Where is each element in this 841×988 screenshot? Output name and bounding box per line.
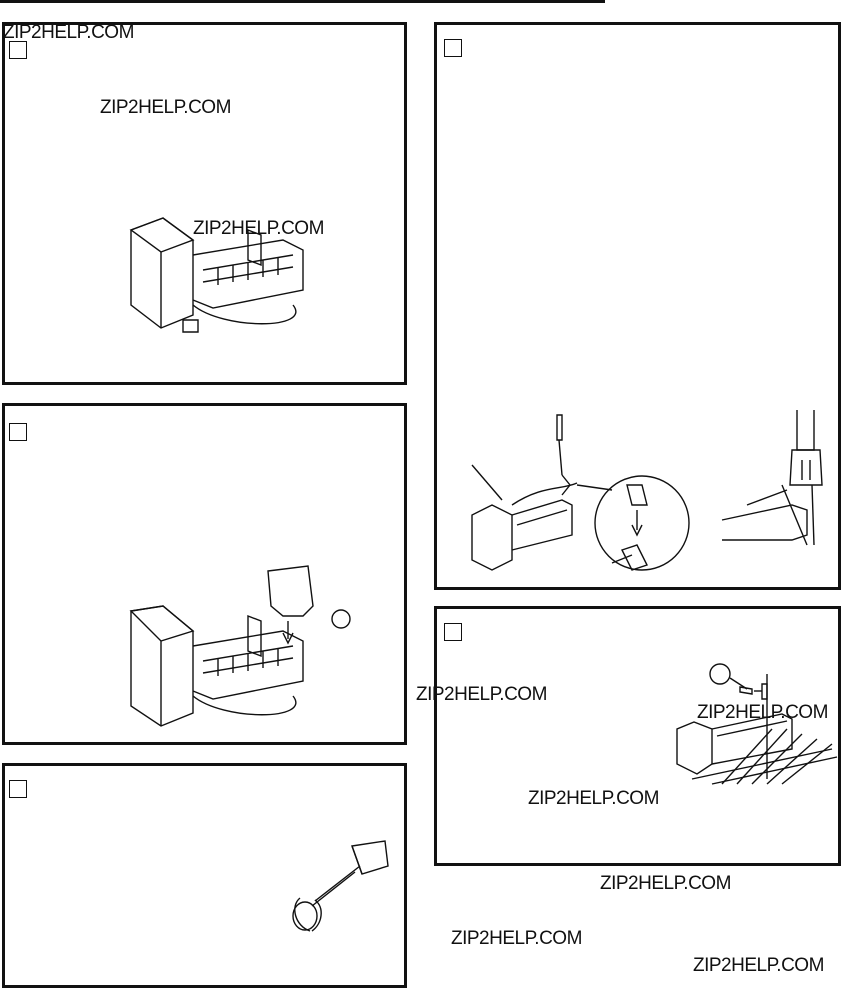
step-number-box <box>9 780 27 798</box>
step-panel-4 <box>434 22 841 590</box>
watermark-text: ZIP2HELP.COM <box>416 684 547 705</box>
step-panel-1 <box>2 22 407 385</box>
icemaker-mounting-illustration <box>672 654 841 789</box>
screwdriver-icon <box>290 836 400 936</box>
watermark-text: ZIP2HELP.COM <box>3 22 134 43</box>
watermark-text: ZIP2HELP.COM <box>100 97 231 118</box>
watermark-text: ZIP2HELP.COM <box>528 788 659 809</box>
step-number-box <box>9 41 27 59</box>
watermark-text: ZIP2HELP.COM <box>451 928 582 949</box>
step-number-box <box>444 39 462 57</box>
ice-guard-illustration <box>123 561 363 731</box>
top-rule <box>0 0 605 3</box>
watermark-text: ZIP2HELP.COM <box>193 218 324 239</box>
step-panel-2 <box>2 403 407 745</box>
step-number-box <box>9 423 27 441</box>
watermark-text: ZIP2HELP.COM <box>600 873 731 894</box>
step-panel-5 <box>434 606 841 866</box>
step-panel-3 <box>2 763 407 988</box>
step-number-box <box>444 623 462 641</box>
watermark-text: ZIP2HELP.COM <box>693 955 824 976</box>
water-tube-connection-illustration <box>462 405 837 580</box>
icemaker-illustration <box>123 210 343 335</box>
watermark-text: ZIP2HELP.COM <box>697 702 828 723</box>
